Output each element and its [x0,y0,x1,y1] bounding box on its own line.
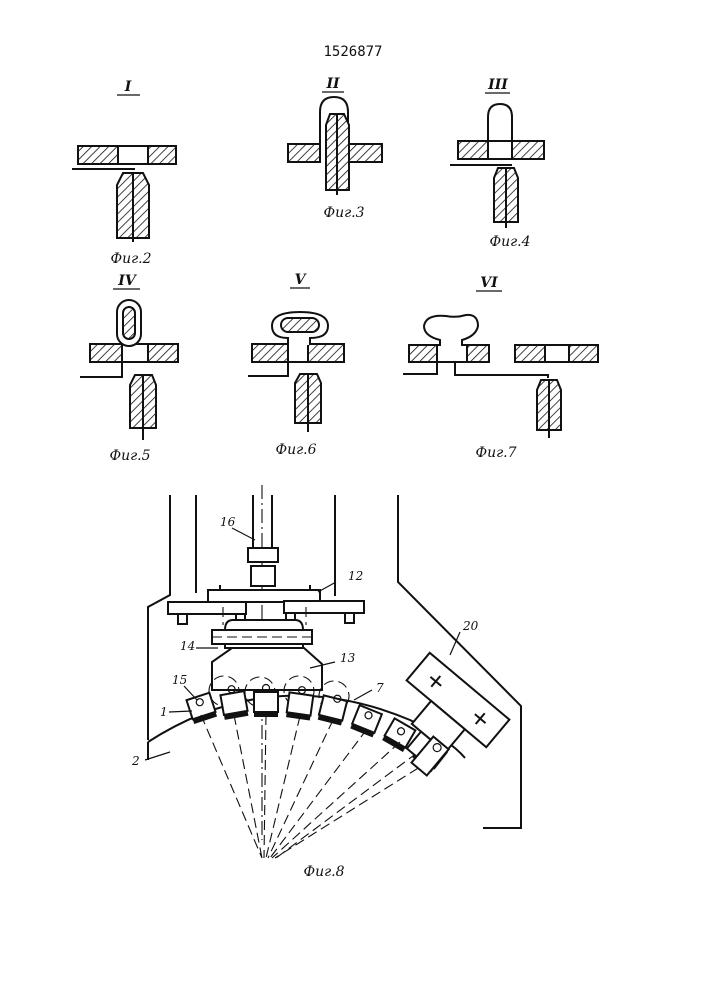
carrier-block-13 [212,648,322,690]
figure-4: III Фиг.4 [450,77,544,250]
fig4-caption: Фиг.4 [489,234,530,250]
label-15: 15 [172,673,187,687]
fig4-roman: III [487,77,508,93]
figure-3: II Фиг.3 [288,76,382,221]
label-13: 13 [340,651,356,665]
fig7-roman: VI [480,275,498,291]
label-12: 12 [348,569,363,583]
fig2-roman: I [124,79,132,95]
figure-7: VI Фиг.7 [403,275,598,461]
label-1: 1 [160,705,168,719]
fig7-caption: Фиг.7 [475,445,516,461]
figure-2: I Фиг.2 [72,79,176,267]
label-2: 2 [131,754,140,768]
fig6-roman: V [295,272,308,288]
fig3-caption: Фиг.3 [323,205,364,221]
fig6-caption: Фиг.6 [275,442,316,458]
figure-8: 16 12 14 13 20 15 1 7 2 Фиг.8 [131,485,521,880]
label-20: 20 [462,619,479,633]
patent-number: 1526877 [323,44,382,60]
label-7: 7 [376,681,384,695]
figure-5: IV Фиг.5 [80,273,178,464]
fig5-caption: Фиг.5 [109,448,150,464]
label-14: 14 [180,639,195,653]
fig8-caption: Фиг.8 [303,864,344,880]
fig2-caption: Фиг.2 [110,251,151,267]
fig3-roman: II [325,76,340,92]
figure-6: V Фиг.6 [248,272,344,458]
fig5-roman: IV [117,273,138,289]
label-16: 16 [220,515,236,529]
